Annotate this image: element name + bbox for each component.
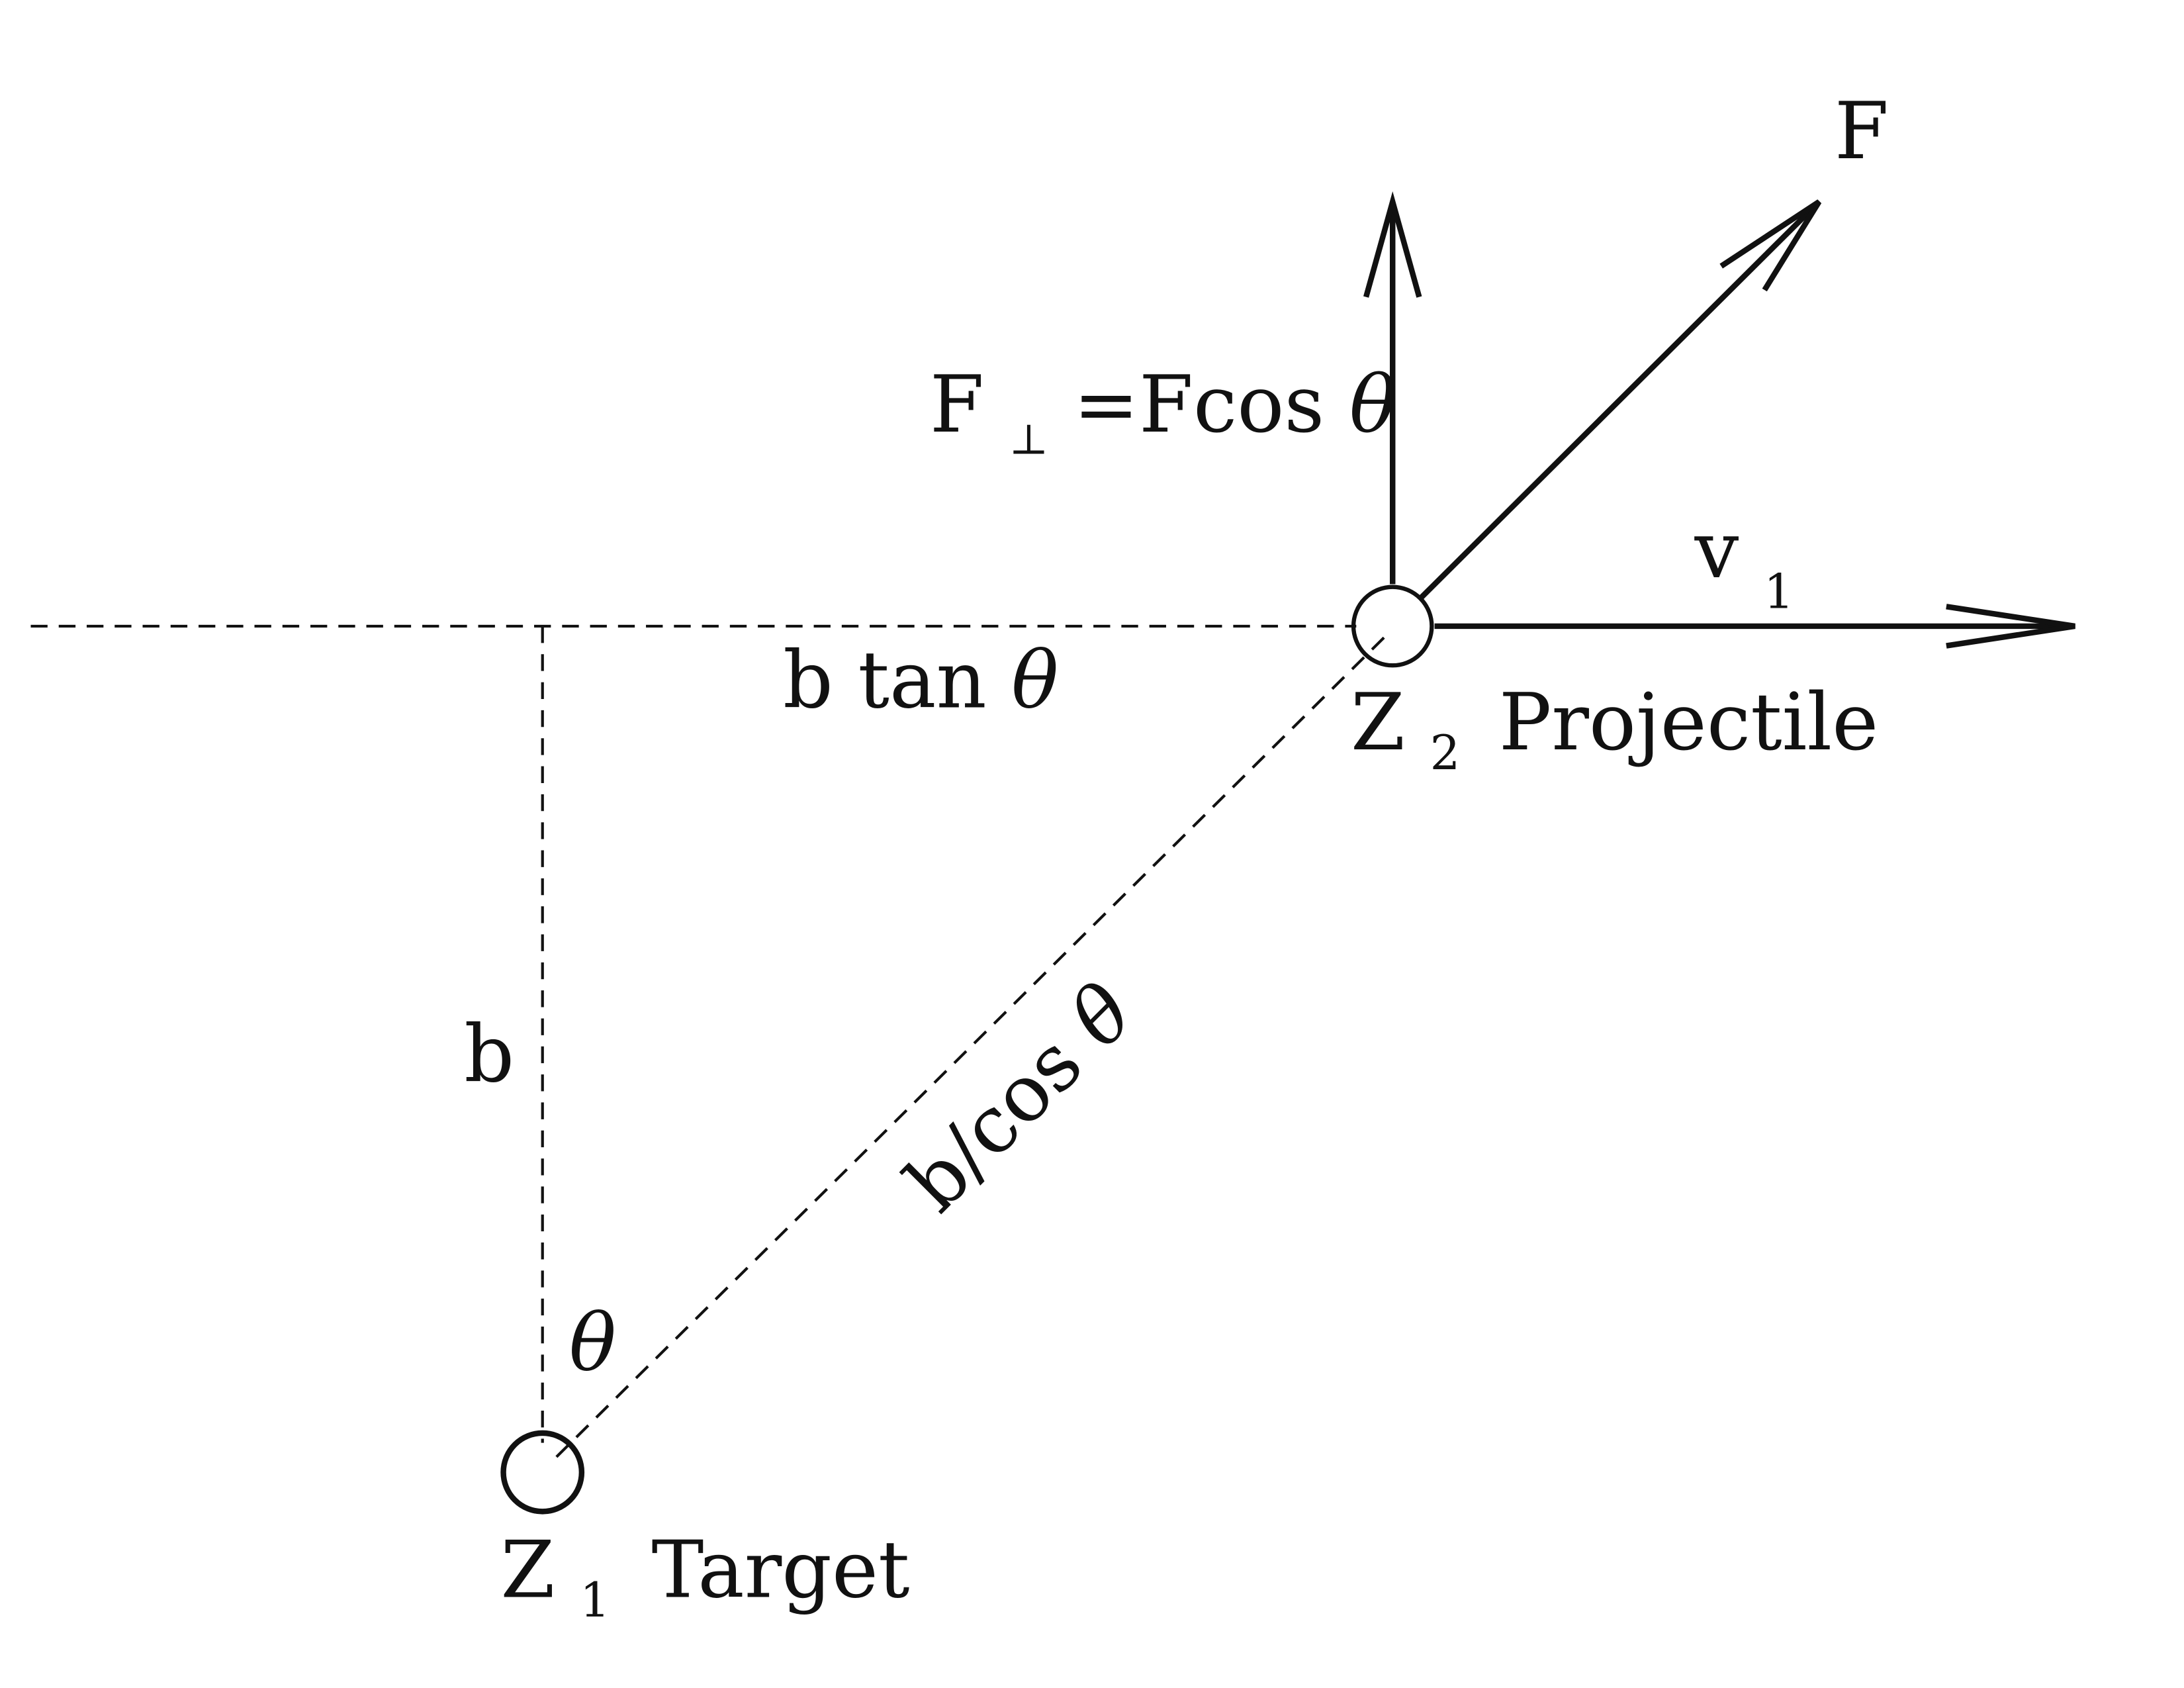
projectile-z: Z bbox=[1351, 677, 1405, 768]
velocity-arrow bbox=[1434, 604, 2075, 649]
b-over-cos-theta-label: b/cos θ bbox=[888, 966, 1150, 1229]
b-over-cos-text: b/cos bbox=[888, 1017, 1099, 1229]
svg-text:b: b bbox=[464, 1009, 514, 1100]
b-tan-theta: θ bbox=[1011, 635, 1058, 726]
svg-text:θ: θ bbox=[569, 1297, 616, 1389]
force-perp-symbol: F bbox=[930, 359, 984, 450]
projectile-subscript: 2 bbox=[1430, 725, 1461, 780]
perpendicular-force-label: F ⊥ =Fcos θ bbox=[930, 359, 1396, 473]
target-label: Z 1 Target bbox=[500, 1524, 909, 1635]
impact-parameter-label: b bbox=[464, 1009, 514, 1100]
target-z: Z bbox=[500, 1524, 555, 1615]
velocity-symbol: v bbox=[1694, 504, 1739, 596]
force-perp-equation: =Fcos bbox=[1073, 359, 1324, 450]
force-label: F bbox=[1835, 85, 1889, 177]
velocity-label: v 1 bbox=[1694, 504, 1794, 620]
target-particle bbox=[500, 1430, 585, 1515]
projectile-particle bbox=[1351, 585, 1434, 668]
perpendicular-force-arrow bbox=[1363, 191, 1422, 585]
separation-line bbox=[555, 636, 1386, 1458]
b-tan-theta-label: b tan θ bbox=[783, 635, 1058, 726]
b-tan-text: b tan bbox=[783, 635, 987, 726]
velocity-subscript: 1 bbox=[1764, 563, 1794, 619]
projectile-name: Projectile bbox=[1499, 677, 1879, 768]
svg-text:F: F bbox=[1835, 85, 1889, 177]
target-name: Target bbox=[652, 1524, 910, 1615]
perp-subscript: ⊥ bbox=[1009, 415, 1049, 464]
force-perp-theta: θ bbox=[1349, 359, 1396, 450]
angle-theta-label: θ bbox=[569, 1297, 616, 1389]
force-arrow bbox=[1418, 199, 1822, 600]
b-over-cos-theta: θ bbox=[1052, 966, 1150, 1064]
projectile-label: Z 2 Projectile bbox=[1351, 677, 1878, 788]
target-subscript: 1 bbox=[580, 1572, 610, 1628]
